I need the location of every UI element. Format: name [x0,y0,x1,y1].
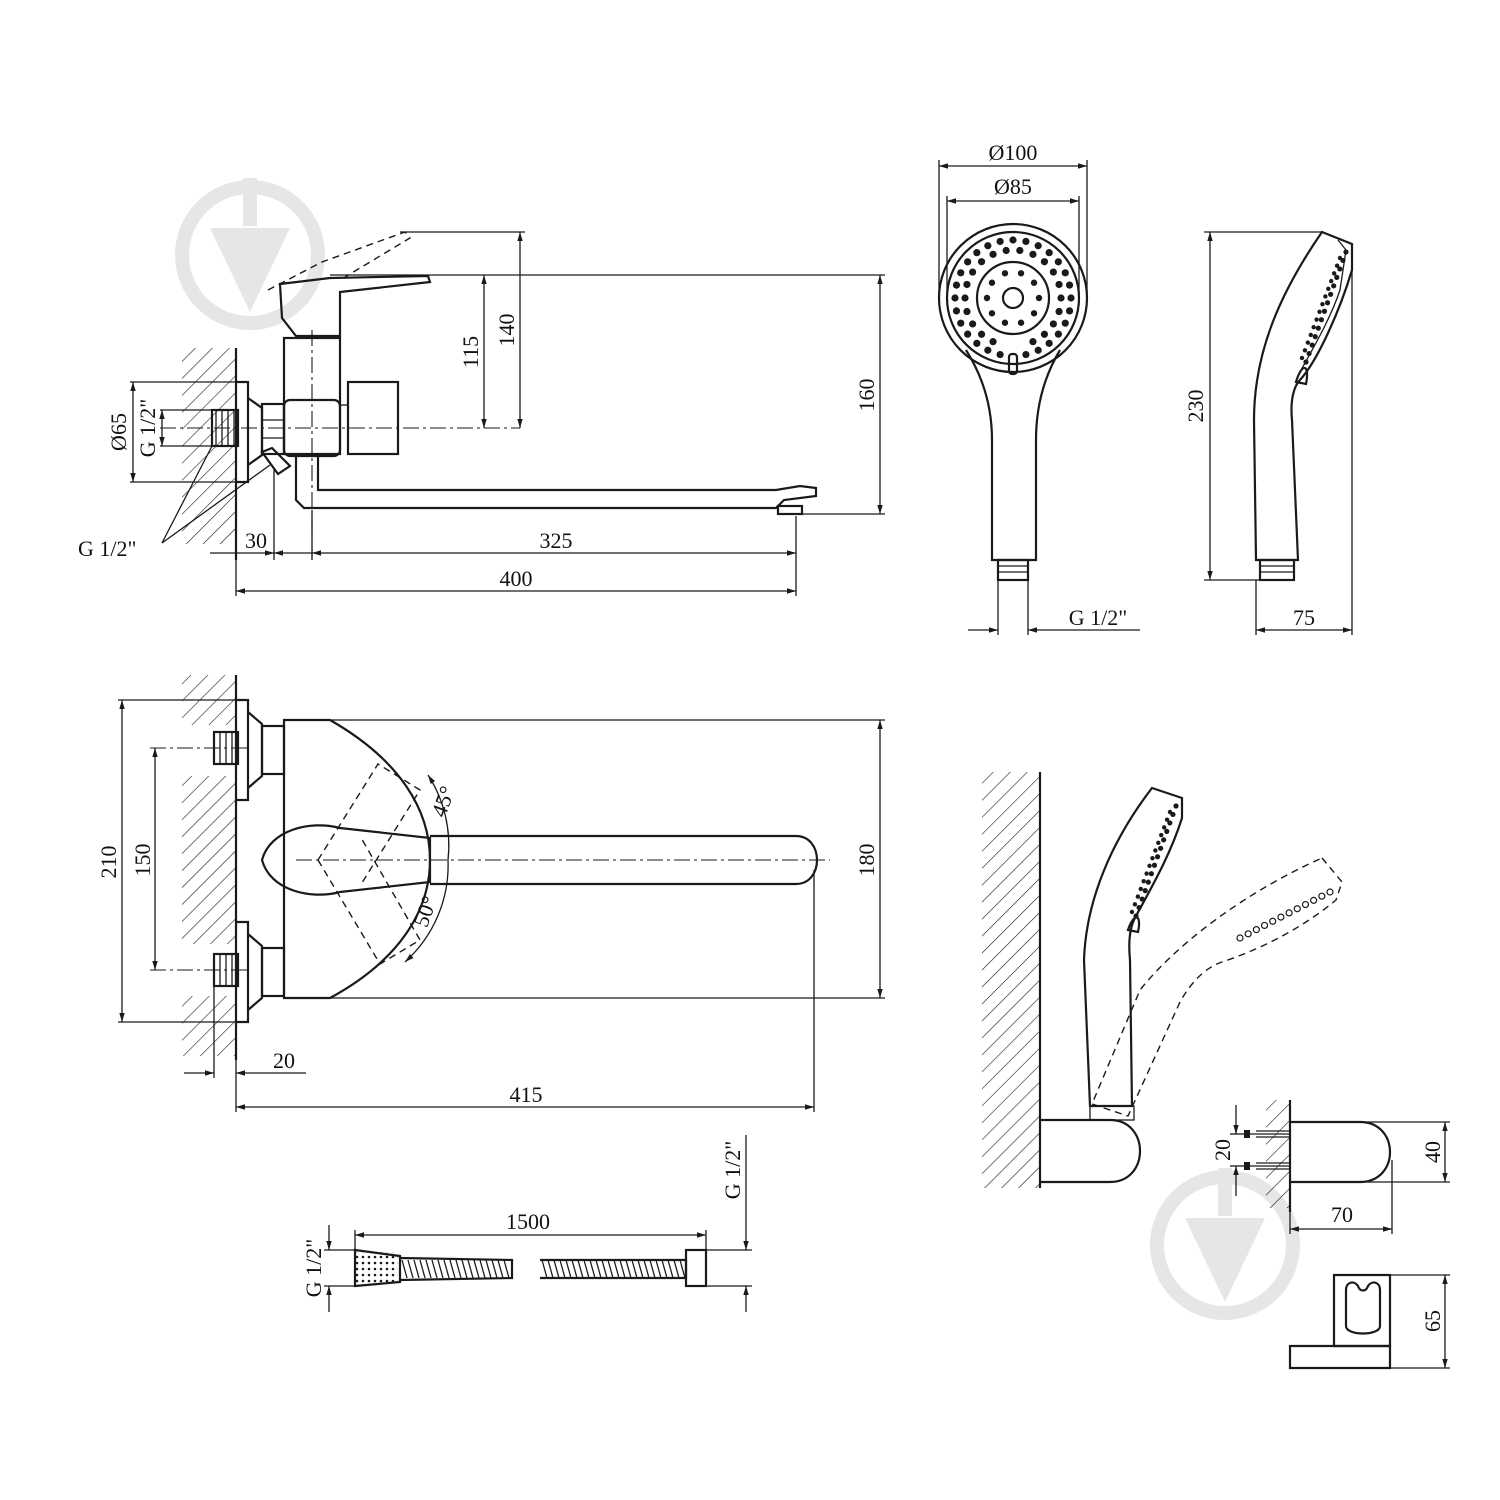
dim-holder-20: 20 [1210,1139,1235,1161]
holder-nozzles [1129,803,1179,919]
shower-hose [324,1135,752,1312]
holder-detail [1230,1100,1450,1370]
dim-hose-length: 1500 [506,1209,550,1234]
shower-nozzles [951,236,1075,359]
dim-diameter-100: Ø100 [989,140,1038,165]
dim-140: 140 [494,314,519,347]
dim-holder-65: 65 [1420,1310,1445,1332]
dim-230: 230 [1183,390,1208,423]
dim-150: 150 [130,844,155,877]
watermark-logo-icon [175,178,1300,1320]
shower-head-front [937,160,1140,635]
mixer-side-view [130,231,885,596]
dim-thread-eccentric: G 1/2" [78,536,136,561]
shower-head-side [1204,230,1354,635]
dim-180: 180 [854,844,879,877]
dim-holder-70: 70 [1331,1202,1353,1227]
tilted-nozzles [1236,888,1334,942]
dim-325: 325 [540,528,573,553]
dim-415: 415 [510,1082,543,1107]
dim-210: 210 [96,846,121,879]
dim-115: 115 [458,336,483,368]
dim-30: 30 [245,528,267,553]
dim-angle-45: 45° [426,783,460,821]
dim-400: 400 [500,566,533,591]
dim-160: 160 [854,379,879,412]
dim-diameter-85: Ø85 [994,174,1032,199]
side-nozzles [1299,249,1349,365]
dim-75: 75 [1293,605,1315,630]
dim-hose-thread-left: G 1/2" [301,1239,326,1297]
hose-coils [401,1259,686,1279]
dim-20-wall: 20 [273,1048,295,1073]
dim-thread-handle: G 1/2" [1069,605,1127,630]
dim-diameter-65: Ø65 [106,413,131,451]
dim-hose-thread-right: G 1/2" [720,1141,745,1199]
mixer-top-view [118,675,885,1112]
dim-holder-40: 40 [1420,1141,1445,1163]
dim-thread-inlet: G 1/2" [135,399,160,457]
wall-holder-assembly [982,772,1343,1188]
